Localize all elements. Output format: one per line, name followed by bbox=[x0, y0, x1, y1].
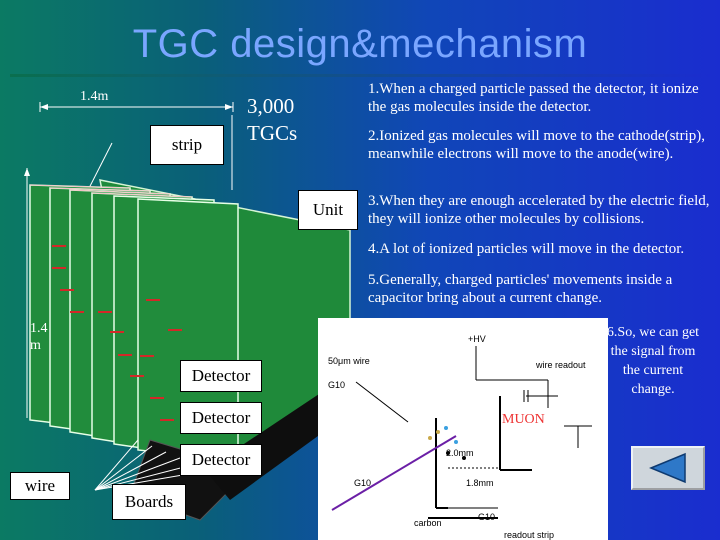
tgc-count-label: 3,000 TGCs bbox=[247, 94, 298, 145]
dim-18mm-label: 1.8mm bbox=[466, 478, 494, 488]
width-dimension-label: 1.4m bbox=[80, 89, 109, 104]
point-2: 2.Ionized gas molecules will move to the… bbox=[368, 128, 705, 162]
muon-label: MUON bbox=[502, 412, 545, 427]
g10-right-label: G10 bbox=[478, 512, 496, 522]
g10-top-label: G10 bbox=[328, 380, 346, 390]
point-3: 3.When they are enough accelerated by th… bbox=[368, 193, 710, 227]
point-4: 4.A lot of ionized particles will move i… bbox=[368, 241, 685, 257]
tgc-cross-section-diagram: +HV 50μm wire wire readout G10 2.0mm 1.8… bbox=[318, 318, 608, 540]
point-1: 1.When a charged particle passed the det… bbox=[368, 81, 699, 115]
detector-label-3: Detector bbox=[180, 444, 262, 476]
detector-label-2: Detector bbox=[180, 402, 262, 434]
readout-strip-label: readout strip bbox=[504, 530, 555, 540]
height-dimension-label: 1.4 m bbox=[30, 321, 48, 353]
point-5: 5.Generally, charged particles' movement… bbox=[368, 272, 673, 306]
wire-50um-label: 50μm wire bbox=[328, 356, 370, 366]
detector-label-1: Detector bbox=[180, 360, 262, 392]
wire-label: wire bbox=[10, 472, 70, 500]
point-6: 6.So, we can get the signal from the cur… bbox=[606, 325, 700, 397]
boards-label: Boards bbox=[112, 484, 186, 520]
unit-label: Unit bbox=[298, 190, 358, 230]
dim-2mm-label: 2.0mm bbox=[446, 448, 474, 458]
title-divider bbox=[10, 74, 710, 77]
carbon-label: carbon bbox=[414, 518, 442, 528]
strip-label: strip bbox=[150, 125, 224, 165]
g10-left-label: G10 bbox=[354, 478, 372, 488]
back-button[interactable] bbox=[631, 446, 705, 490]
wire-readout-label: wire readout bbox=[536, 360, 586, 370]
arrow-left-icon bbox=[649, 452, 686, 484]
hv-label: +HV bbox=[468, 334, 486, 344]
page-title: TGC design&mechanism bbox=[132, 22, 588, 66]
